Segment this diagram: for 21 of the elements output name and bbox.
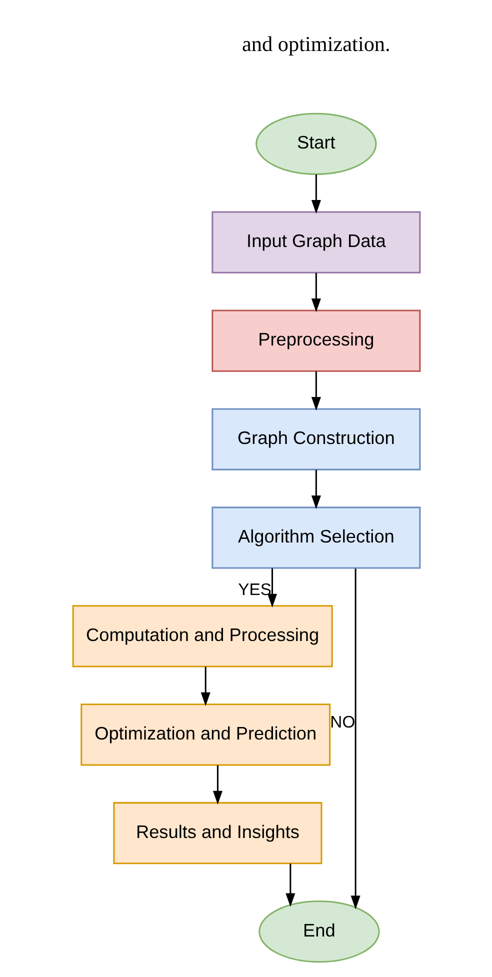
arrow bbox=[200, 666, 210, 706]
arrow bbox=[212, 765, 222, 804]
node-box: Computation and Processing bbox=[72, 605, 332, 668]
arrow bbox=[310, 470, 320, 510]
node-box: Graph Construction bbox=[211, 408, 420, 470]
label: and optimization. bbox=[242, 32, 390, 56]
arrow bbox=[310, 272, 320, 312]
edge-label: YES bbox=[238, 580, 272, 599]
node-box: Preprocessing bbox=[211, 310, 420, 372]
node-ellipse: End bbox=[258, 900, 380, 963]
arrow bbox=[350, 568, 360, 910]
node-box: Results and Insights bbox=[112, 802, 322, 864]
node-box: Optimization and Prediction bbox=[80, 704, 330, 766]
node-box: Algorithm Selection bbox=[211, 506, 420, 569]
node-ellipse: Start bbox=[255, 112, 376, 175]
arrow bbox=[310, 174, 320, 214]
edge-label: NO bbox=[330, 712, 355, 732]
arrow bbox=[310, 371, 320, 411]
arrow bbox=[285, 864, 295, 907]
arrow bbox=[266, 568, 277, 608]
node-box: Input Graph Data bbox=[211, 211, 420, 274]
